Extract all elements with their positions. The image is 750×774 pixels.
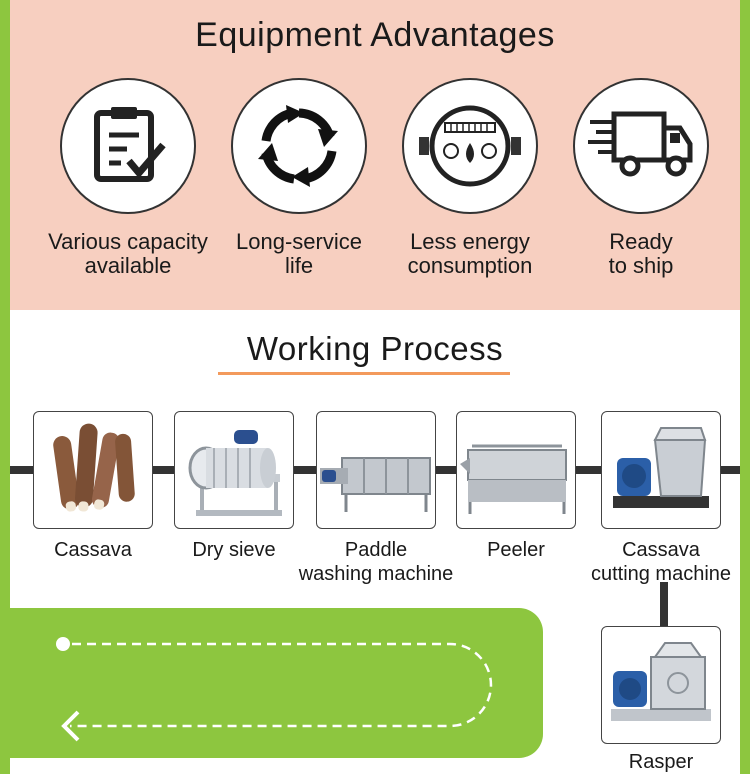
advantage-label-ship: Ready to ship <box>608 229 674 278</box>
step-label-cutting-machine: Cassava cutting machine <box>590 539 732 585</box>
step-image-peeler <box>456 411 576 529</box>
paddle-washer-icon <box>320 457 431 512</box>
process-title: Working Process <box>246 330 504 367</box>
step-label-paddle-washer: Paddle washing machine <box>298 539 454 585</box>
step-label-rasper: Rasper <box>628 751 694 773</box>
energy-meter-icon <box>419 105 521 187</box>
step-label-peeler: Peeler <box>487 539 545 561</box>
advantage-circle-ship <box>573 78 709 214</box>
advantage-label-capacity: Various capacity available <box>48 229 208 278</box>
title-underline <box>218 372 510 375</box>
step-image-dry-sieve <box>174 411 294 529</box>
cassava-roots-icon <box>53 423 135 512</box>
delivery-truck-icon <box>588 111 693 177</box>
step-image-rasper <box>601 626 721 744</box>
advantage-label-energy: Less energy consumption <box>407 229 533 278</box>
step-label-dry-sieve: Dry sieve <box>192 539 276 561</box>
dashed-return-arrow-icon <box>56 637 493 742</box>
advantage-circle-service-life <box>231 78 367 214</box>
step-label-cassava: Cassava <box>54 539 132 561</box>
advantage-circle-energy <box>402 78 538 214</box>
clipboard-check-icon <box>94 107 166 182</box>
peeler-machine-icon <box>460 444 567 514</box>
advantage-circle-capacity <box>60 78 196 214</box>
cycle-arrows-icon <box>258 105 338 187</box>
step-image-cassava <box>33 411 153 529</box>
advantages-panel: Equipment Advantages Various capacity av… <box>10 0 740 310</box>
dry-sieve-machine-icon <box>188 430 282 516</box>
step-image-paddle-washer <box>316 411 436 529</box>
advantage-label-service-life: Long-service life <box>236 229 362 278</box>
process-track-vertical <box>660 582 668 632</box>
step-image-cutting-machine <box>601 411 721 529</box>
flow-band <box>10 608 543 758</box>
cutting-machine-icon <box>613 427 709 508</box>
advantages-title: Equipment Advantages <box>195 16 555 54</box>
rasper-machine-icon <box>611 642 711 721</box>
